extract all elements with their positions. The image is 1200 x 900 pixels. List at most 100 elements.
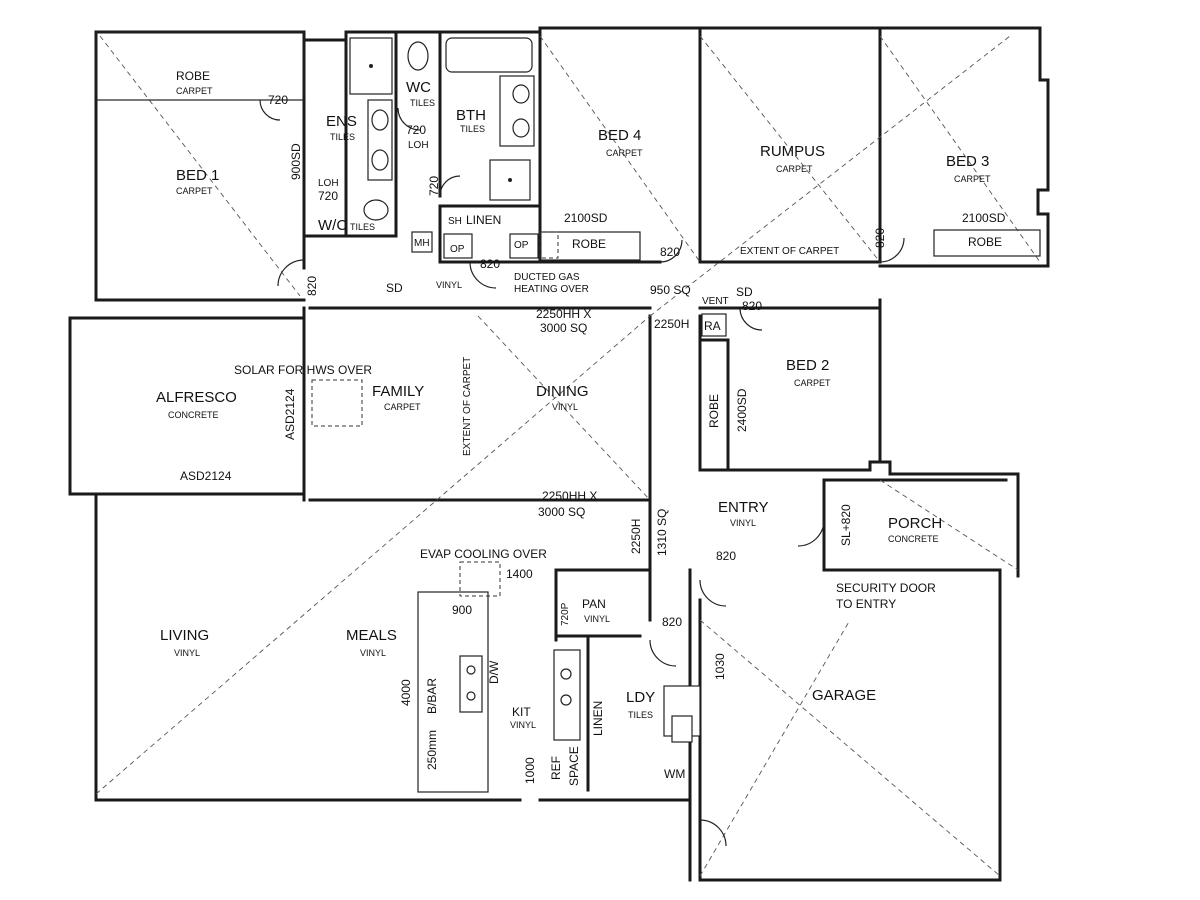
room-labels: BED 1 CARPET ROBE CARPET ENS TILES WC TI… xyxy=(156,69,991,730)
laundry-tub xyxy=(671,715,693,743)
robe-bed2: ROBE xyxy=(707,394,721,428)
room-garage: GARAGE xyxy=(812,687,876,704)
doors xyxy=(259,99,905,847)
dim-2250h-1: 2250H xyxy=(654,317,689,331)
room-living: LIVING xyxy=(160,627,209,644)
security-door-1: SECURITY DOOR xyxy=(836,581,936,595)
room-wc2: W/C xyxy=(318,217,347,234)
room-entry: ENTRY xyxy=(718,499,769,516)
toilet-wc xyxy=(407,41,429,71)
dim-820-rumpus: 820 xyxy=(873,228,887,248)
cooktop-bench xyxy=(553,649,581,741)
dim-1400: 1400 xyxy=(506,567,533,581)
dim-900: 900 xyxy=(452,603,472,617)
sl-820: SL+820 xyxy=(839,504,853,546)
asd-vertical: ASD2124 xyxy=(283,388,297,440)
dim-1310sq: 1310 SQ xyxy=(655,509,669,556)
dim-1000: 1000 xyxy=(523,757,537,784)
room-family-finish: CARPET xyxy=(384,402,421,412)
room-robe1-finish: CARPET xyxy=(176,86,213,96)
room-ldy: LDY xyxy=(626,689,655,706)
room-porch-finish: CONCRETE xyxy=(888,534,939,544)
dim-3000sq-1: 3000 SQ xyxy=(540,321,587,335)
dim-3000sq-2: 3000 SQ xyxy=(538,505,585,519)
room-pan: PAN xyxy=(582,597,606,611)
ducted-label-1: DUCTED GAS xyxy=(514,272,580,283)
dim-250mm: 250mm xyxy=(425,730,439,770)
room-bed2: BED 2 xyxy=(786,357,829,374)
dim-1030: 1030 xyxy=(713,653,727,680)
room-entry-finish: VINYL xyxy=(730,518,756,528)
dim-2100sd-bed3: 2100SD xyxy=(962,211,1006,225)
fixtures xyxy=(95,31,1041,793)
room-bed4: BED 4 xyxy=(598,127,641,144)
room-kit: KIT xyxy=(512,705,531,719)
room-rumpus: RUMPUS xyxy=(760,143,825,160)
dim-720-ens: 720 xyxy=(318,189,338,203)
dim-820-hall: 820 xyxy=(480,257,500,271)
robe-bed3: ROBE xyxy=(968,235,1002,249)
room-bed3-finish: CARPET xyxy=(954,174,991,184)
room-ens: ENS xyxy=(326,113,357,130)
room-wc1-finish: TILES xyxy=(410,98,435,108)
room-alfresco-finish: CONCRETE xyxy=(168,410,219,420)
dim-720-robe: 720 xyxy=(268,93,288,107)
robe-bed4: ROBE xyxy=(572,237,606,251)
linen-1: LINEN xyxy=(466,213,501,227)
room-rumpus-finish: CARPET xyxy=(776,164,813,174)
loh-label-1: LOH xyxy=(408,140,429,151)
room-bed1: BED 1 xyxy=(176,167,219,184)
dim-820-entry: 820 xyxy=(716,549,736,563)
dim-2250hh-1: 2250HH X xyxy=(536,307,591,321)
evap-label: EVAP COOLING OVER xyxy=(420,547,547,561)
extent-carpet-2: EXTENT OF CARPET xyxy=(462,357,473,456)
dim-820-bed2: 820 xyxy=(742,299,762,313)
dw-label: D/W xyxy=(487,660,501,684)
dim-2250h-2: 2250H xyxy=(629,519,643,554)
dim-820-bed1: 820 xyxy=(305,276,319,296)
bath-tub xyxy=(445,37,533,73)
annotations: 720 720 LOH LOH 720 720 900SD LINEN SH M… xyxy=(180,93,1006,786)
room-family: FAMILY xyxy=(372,383,424,400)
room-dining: DINING xyxy=(536,383,589,400)
loh-label-2: LOH xyxy=(318,178,339,189)
dim-820-bed4: 820 xyxy=(660,245,680,259)
room-dining-finish: VINYL xyxy=(552,402,578,412)
room-kit-finish: VINYL xyxy=(510,720,536,730)
room-ens-finish: TILES xyxy=(330,132,355,142)
extent-carpet-1: EXTENT OF CARPET xyxy=(740,246,839,257)
room-diagonals xyxy=(95,35,1041,877)
hall-vinyl: VINYL xyxy=(436,280,462,290)
dim-2400sd: 2400SD xyxy=(735,388,749,432)
dim-720-wc: 720 xyxy=(406,123,426,137)
room-bth-finish: TILES xyxy=(460,124,485,134)
room-bed3: BED 3 xyxy=(946,153,989,170)
room-alfresco: ALFRESCO xyxy=(156,389,237,406)
dim-900sd: 900SD xyxy=(289,143,303,180)
mh-box xyxy=(411,231,433,253)
dim-2250hh-2: 2250HH X xyxy=(542,489,597,503)
vent-label: VENT xyxy=(702,296,729,307)
op-label-2: OP xyxy=(514,240,529,251)
room-bed4-finish: CARPET xyxy=(606,148,643,158)
room-bed1-finish: CARPET xyxy=(176,186,213,196)
room-pan-finish: VINYL xyxy=(584,614,610,624)
ref-label: REF xyxy=(549,756,563,780)
sd-label-1: SD xyxy=(386,281,403,295)
room-wc1: WC xyxy=(406,79,431,96)
walls xyxy=(68,26,1050,882)
security-door-2: TO ENTRY xyxy=(836,597,896,611)
dim-2100sd-bed4: 2100SD xyxy=(564,211,608,225)
room-meals: MEALS xyxy=(346,627,397,644)
op-label-1: OP xyxy=(450,244,465,255)
dim-720p: 720P xyxy=(560,602,571,626)
room-wc2-finish: TILES xyxy=(350,222,375,232)
solar-label: SOLAR FOR HWS OVER xyxy=(234,363,372,377)
toilet-wc2 xyxy=(363,199,389,221)
room-robe1: ROBE xyxy=(176,69,210,83)
mh-label: MH xyxy=(414,238,430,249)
ra-label: RA xyxy=(704,319,721,333)
sd-label-2: SD xyxy=(736,285,753,299)
room-ldy-finish: TILES xyxy=(628,710,653,720)
